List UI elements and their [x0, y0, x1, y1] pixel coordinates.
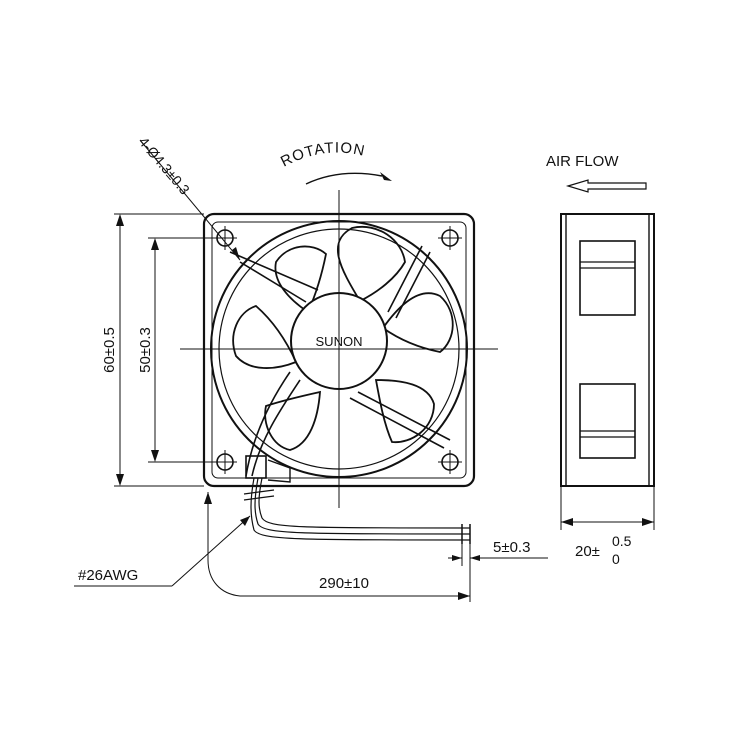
side-view-window-bottom: [579, 383, 636, 459]
wire-end-caps: [461, 524, 471, 544]
wire-gauge-callout: #26AWG: [74, 515, 251, 587]
fan-blades: [232, 225, 454, 451]
mounting-hole-top-right: [438, 226, 462, 250]
rotation-label: ROTATION: [278, 139, 366, 170]
air-flow-arrow: [565, 179, 647, 193]
mounting-hole-callout: 4-Ø4.3±0.3: [136, 134, 241, 261]
rotation-indicator: ROTATION: [278, 139, 392, 185]
rotation-arrow: [305, 172, 383, 185]
fan-blade-3: [374, 379, 435, 443]
svg-text:ROTATION: ROTATION: [278, 139, 367, 170]
side-view-body: [560, 213, 655, 487]
strip-length-label: 5±0.3: [493, 539, 530, 556]
fan-blade-5: [232, 304, 298, 369]
fan-blade-1: [336, 225, 406, 303]
air-flow-label: AIR FLOW: [546, 153, 619, 170]
depth-tolerance-upper: 0.5: [612, 533, 632, 549]
fan-blade-6: [274, 245, 327, 314]
mounting-hole-label: 4-Ø4.3±0.3: [136, 134, 193, 198]
height-dimension-holes: 50±0.3: [137, 237, 225, 463]
depth-dimension: 20± 0.5 0: [560, 486, 655, 567]
wire-length-label: 290±10: [319, 575, 369, 592]
fan-struts: [229, 245, 451, 477]
fan-blade-4: [264, 390, 321, 451]
fan-blade-2: [381, 292, 454, 353]
depth-label: 20±: [575, 543, 600, 560]
wire-gauge-label: #26AWG: [78, 567, 138, 584]
strip-length-dimension: 5±0.3: [448, 539, 548, 566]
height-holes-label: 50±0.3: [137, 327, 154, 373]
depth-tolerance-lower: 0: [612, 551, 620, 567]
wire-length-dimension: 290±10: [204, 492, 471, 602]
height-dimension-outer: 60±0.5: [101, 213, 204, 487]
side-view: [560, 213, 655, 487]
side-view-window-top: [579, 240, 636, 316]
wire-connector: [245, 455, 267, 479]
wire-leads: [243, 477, 471, 541]
height-outer-label: 60±0.5: [101, 327, 118, 373]
front-view: SUNON: [180, 190, 498, 508]
mounting-hole-bottom-right: [438, 450, 462, 474]
air-flow-indicator: AIR FLOW: [546, 153, 647, 193]
